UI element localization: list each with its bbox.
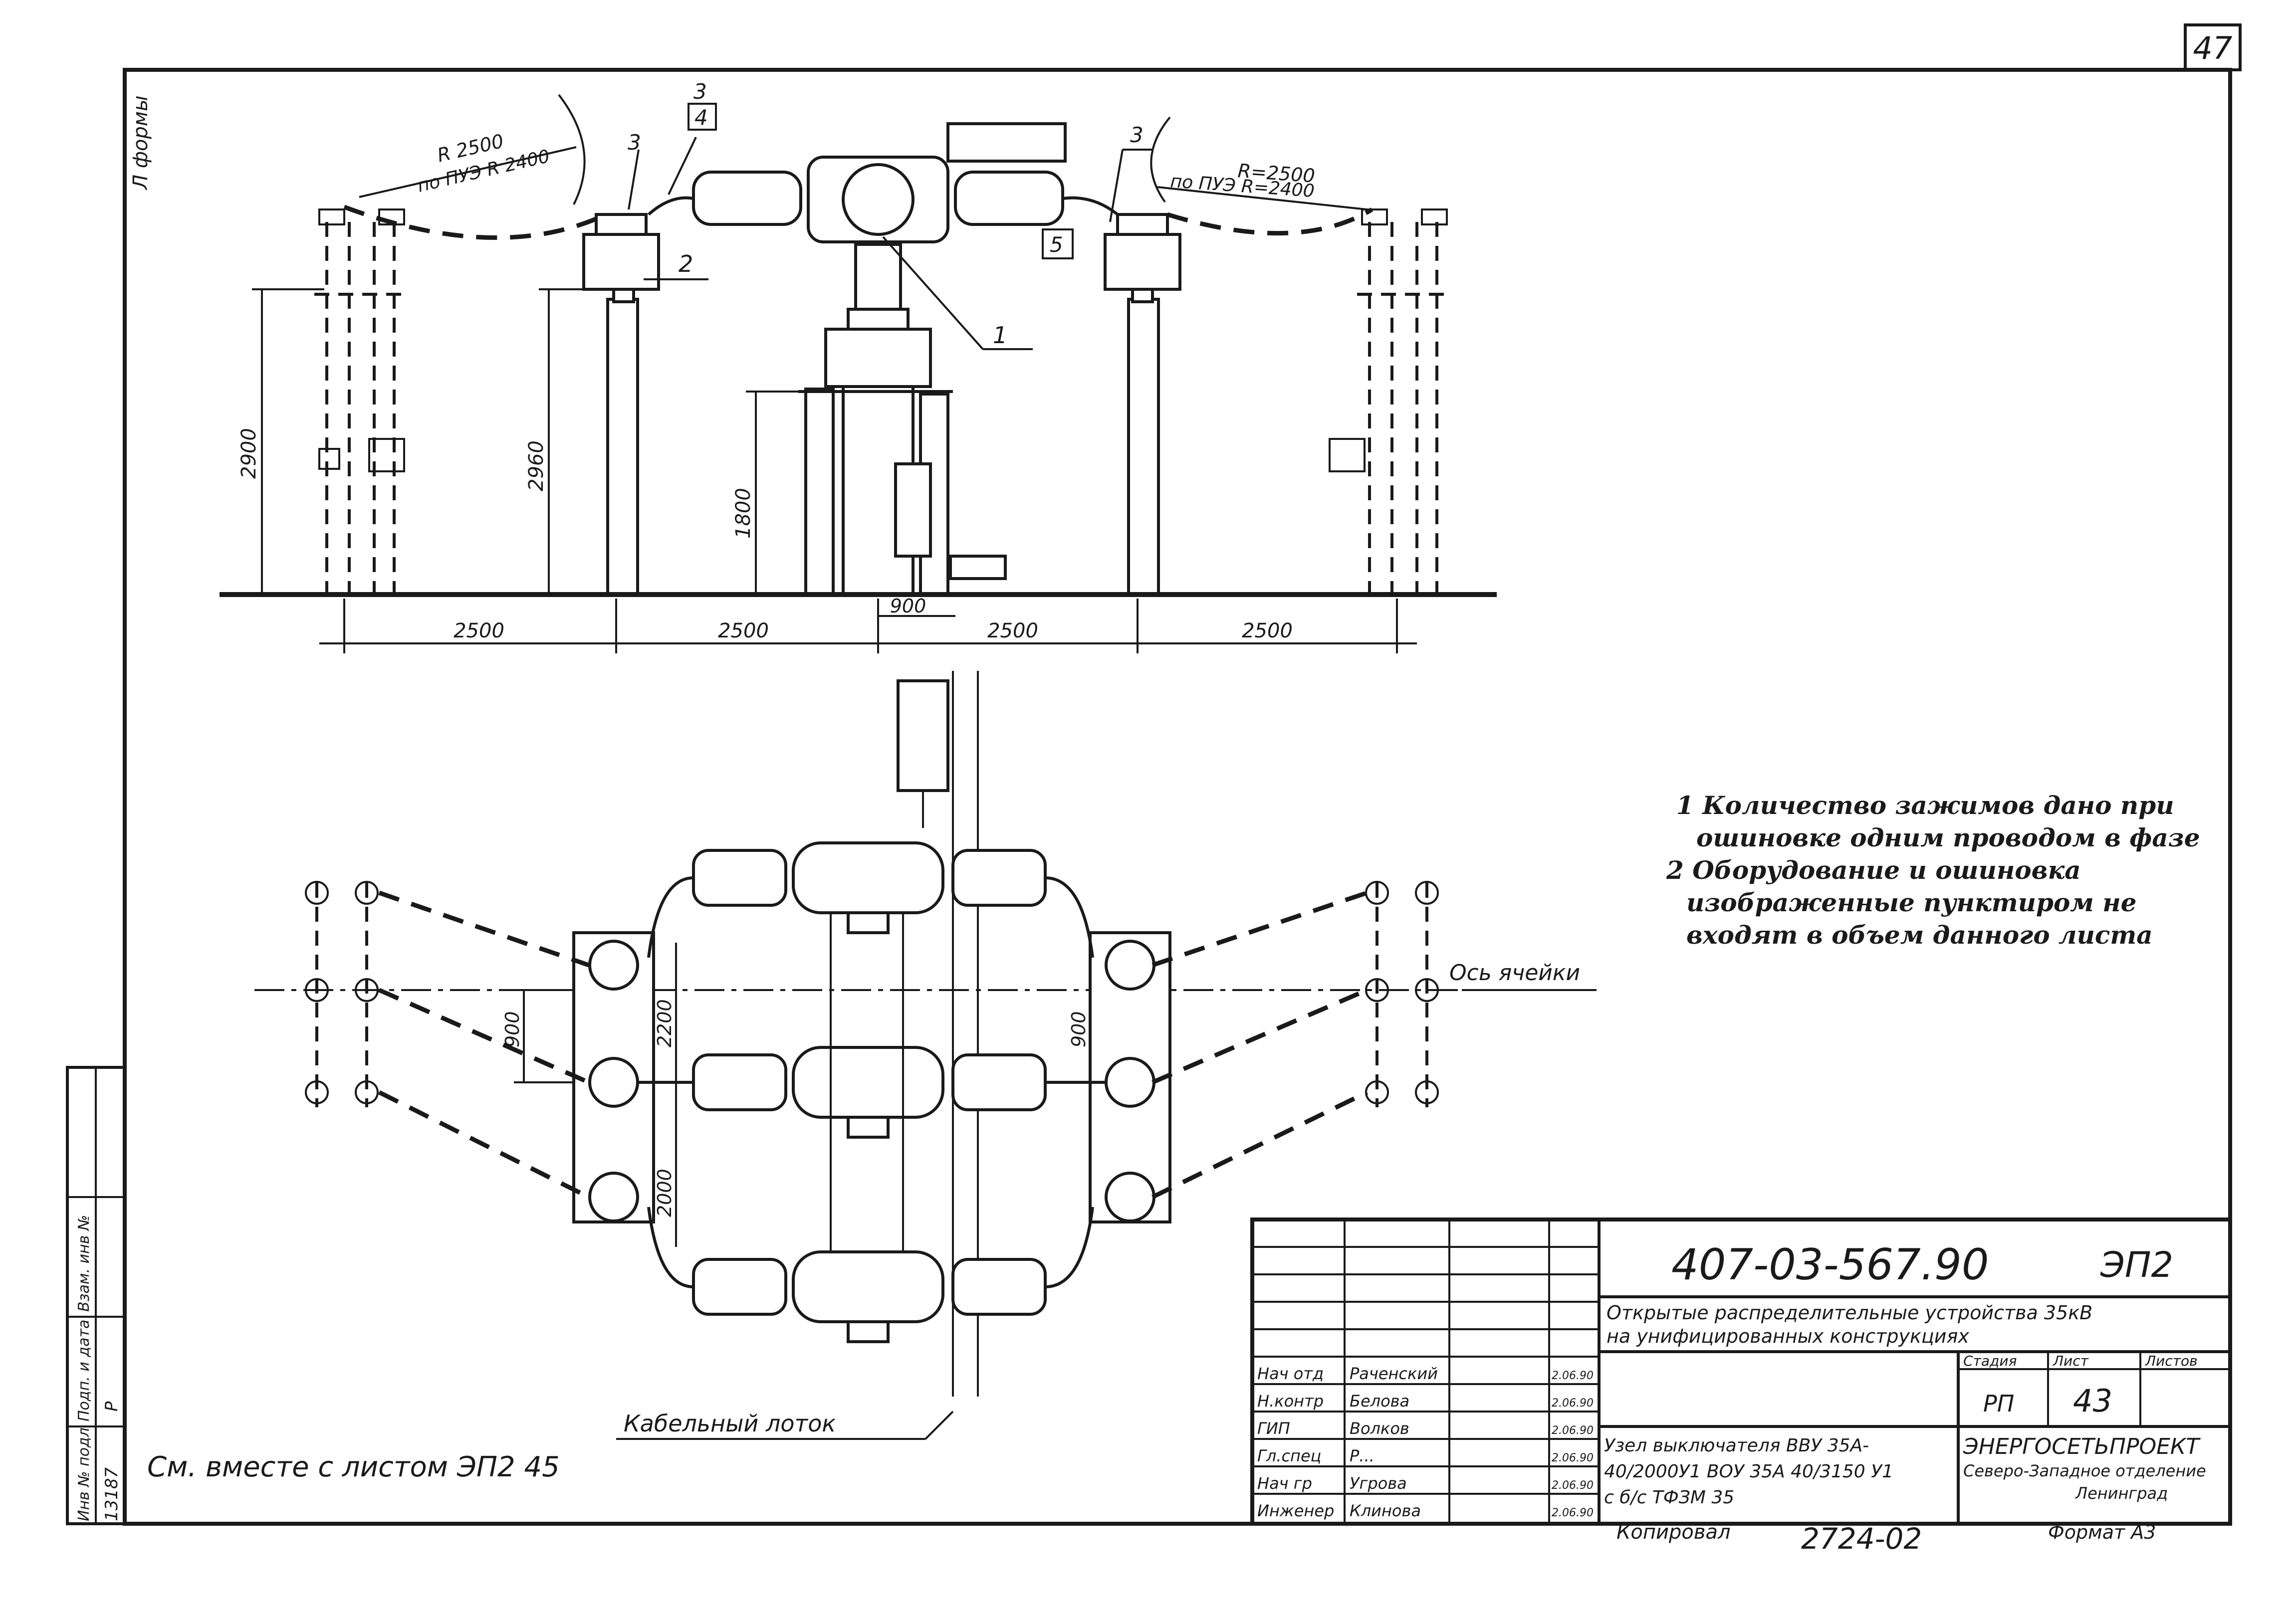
sig-role-2: Н.контр [1257,1392,1324,1411]
sig-role-1: Нач отд [1257,1364,1324,1383]
sig-role-4: Гл.спец [1257,1446,1321,1465]
note-line-2: ошиновке одним проводом в фазе [1696,823,2200,852]
sig-role-6: Инженер [1257,1501,1334,1520]
circuit-breaker-elevation [692,122,1067,595]
copy-number: 2724-02 [1801,1522,1922,1556]
title-block: Нач отд Раченский 2.06.90 Н.контр Белова… [1250,1217,2232,1526]
plan-dim-2000: 2000 [654,1169,676,1217]
plan-dim-2200: 2200 [654,999,676,1047]
sig-role-5: Нач гр [1257,1474,1312,1493]
span-4: 2500 [1242,619,1293,642]
left-busbar [343,204,607,240]
sig-name-6: Клинова [1350,1501,1421,1520]
drawing-title-3: с б/с ТФЗМ 35 [1604,1487,1734,1508]
sheet-border [123,68,2232,1526]
height-2900: 2900 [237,428,260,479]
axis-label: Ось ячейки [1449,960,1580,986]
sig-name-1: Раченский [1350,1364,1438,1383]
cable-tray-label: Кабельный лоток [624,1410,836,1437]
drawing-title-2: 40/2000У1 ВОУ 35А 40/3150 У1 [1604,1461,1893,1482]
note-line-4: изображенные пунктиром не [1686,888,2137,917]
right-busbar [1166,207,1374,236]
sig-name-5: Угрова [1350,1474,1407,1493]
note-line-5: входят в объем данного листа [1686,920,2153,950]
sheet-header: Лист [2053,1353,2089,1369]
plan-view: Ось ячейки [254,671,1597,1440]
right-transformer-post [1104,213,1181,595]
callout-4: 4 [694,105,708,130]
stamp-p: Р [102,1401,122,1412]
sig-role-3: ГИП [1257,1419,1290,1438]
sig-date-1: 2.06.90 [1552,1370,1594,1382]
right-ct-rack [1089,931,1171,1223]
height-1800: 1800 [732,488,755,539]
arc-right-label: R=2500 [1237,160,1316,187]
left-portal-structure [314,208,409,594]
left-stamp: Инв № подл Подп. и дата Взам. инв № 1318… [66,1066,126,1525]
stage-value: РП [1983,1390,2014,1417]
stamp-col-1: Инв № подл [75,1427,93,1521]
callout-3-left: 3 [628,130,641,155]
org-city: Ленинград [2075,1484,2168,1503]
breaker-pole-a [692,841,1047,934]
elevation-view: R 2500 по ПУЭ R 2400 R=2500 по ПУЭ R=240… [220,79,1497,653]
breaker-pole-c [692,1250,1047,1343]
sig-name-4: Р... [1350,1446,1375,1465]
span-1: 2500 [454,619,504,642]
left-ct-rack [572,931,655,1223]
sig-date-4: 2.06.90 [1552,1452,1594,1464]
left-transformer-post [582,213,660,595]
left-margin-label: Л формы [129,95,152,191]
callout-3-top: 3 [693,79,707,104]
plan-dim-left: 900 [501,1011,523,1047]
sig-name-3: Волков [1350,1419,1409,1438]
sig-name-2: Белова [1350,1392,1409,1411]
plan-dim-right: 900 [1068,1011,1090,1047]
span-900: 900 [890,595,926,617]
sig-date-2: 2.06.90 [1552,1397,1594,1410]
stamp-inv-number: 13187 [102,1467,122,1521]
sig-date-6: 2.06.90 [1552,1507,1594,1519]
callout-5: 5 [1050,232,1063,257]
span-2: 2500 [718,619,769,642]
copied-label: Копировал [1616,1521,1731,1544]
org-dept: Северо-Западное отделение [1963,1461,2206,1480]
sheet-corner-number: 47 [2193,30,2233,66]
sheet-number-box [2184,23,2242,71]
callout-2: 2 [679,250,693,277]
right-portal-structure [1329,208,1448,594]
project-title-1: Открытые распределительные устройства 35… [1607,1302,2092,1324]
see-also-note: См. вместе с листом ЭП2 45 [147,1451,560,1483]
drawing-title-1: Узел выключателя ВВУ 35А- [1604,1435,1869,1456]
left-portal-plan [305,881,379,1107]
sig-date-3: 2.06.90 [1552,1424,1594,1437]
span-3: 2500 [987,619,1038,642]
org-name: ЭНЕРГОСЕТЬПРОЕКТ [1963,1434,2201,1459]
sheet-code: ЭП2 [2100,1244,2173,1285]
callout-3-right: 3 [1130,123,1144,147]
project-title-2: на унифицированных конструкциях [1607,1325,1969,1347]
document-number: 407-03-567.90 [1671,1240,1989,1290]
height-2960: 2960 [525,440,548,491]
sig-date-5: 2.06.90 [1552,1479,1594,1492]
stamp-col-2: Подп. и дата [75,1320,93,1421]
callout-1: 1 [993,322,1007,349]
note-line-3: 2 Оборудование и ошиновка [1666,855,2081,885]
note-line-1: 1 Количество зажимов дано при [1676,791,2174,820]
sheet-value: 43 [2073,1383,2112,1419]
format-label: Формат А3 [2048,1521,2156,1543]
stamp-col-3: Взам. инв № [75,1215,93,1312]
sheets-header: Листов [2145,1353,2198,1369]
right-portal-plan [1365,881,1439,1107]
stage-header: Стадия [1963,1353,2017,1369]
